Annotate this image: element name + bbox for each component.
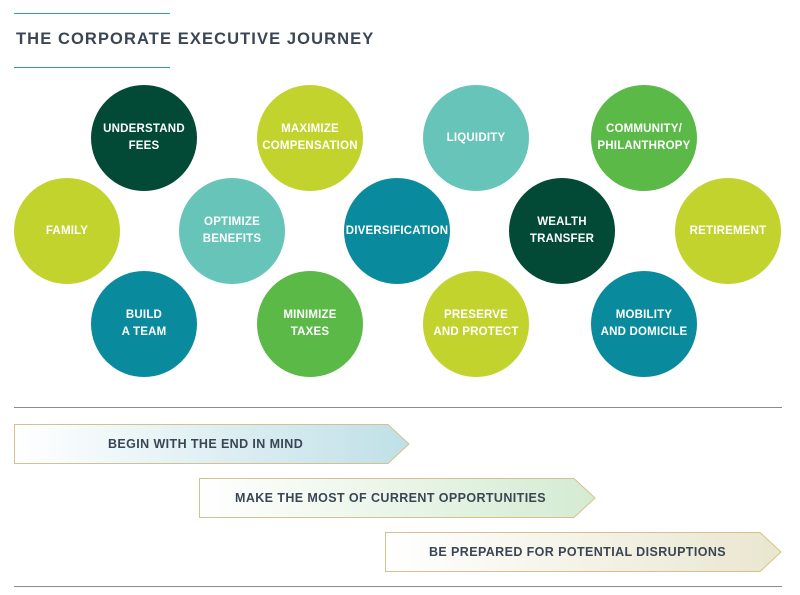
circle-build-a-team: BUILD A TEAM — [91, 271, 197, 377]
arrow-shape — [199, 478, 596, 518]
circle-liquidity: LIQUIDITY — [423, 85, 529, 191]
circle-label: COMMUNITY/ PHILANTHROPY — [597, 123, 691, 152]
arrow-label: MAKE THE MOST OF CURRENT OPPORTUNITIES — [235, 491, 547, 505]
circle-understand-fees: UNDERSTAND FEES — [91, 85, 197, 191]
arrow-begin-with-the-end-in-mind: BEGIN WITH THE END IN MIND — [14, 424, 410, 464]
circle-label: RETIREMENT — [689, 224, 767, 237]
arrow-shape — [385, 532, 782, 572]
arrow-shape — [14, 424, 410, 464]
page-title: THE CORPORATE EXECUTIVE JOURNEY — [16, 30, 375, 48]
circle-label: FAMILY — [45, 224, 89, 237]
title-top-rule — [14, 13, 170, 14]
circle-label: UNDERSTAND FEES — [103, 123, 185, 152]
circle-label: WEALTH TRANSFER — [529, 216, 595, 245]
circle-mobility-and-domicile: MOBILITY AND DOMICILE — [591, 271, 697, 377]
arrow-make-the-most-of-current-opportunities: MAKE THE MOST OF CURRENT OPPORTUNITIES — [199, 478, 596, 518]
circle-preserve-and-protect: PRESERVE AND PROTECT — [423, 271, 529, 377]
circle-label: PRESERVE AND PROTECT — [433, 309, 519, 338]
section-divider-bottom — [14, 586, 782, 587]
arrow-label: BEGIN WITH THE END IN MIND — [108, 437, 304, 451]
circle-wealth-transfer: WEALTH TRANSFER — [509, 178, 615, 284]
circle-label: MOBILITY AND DOMICILE — [600, 309, 688, 338]
circle-retirement: RETIREMENT — [675, 178, 781, 284]
circle-diversification: DIVERSIFICATION — [344, 178, 450, 284]
section-divider-top — [14, 407, 782, 408]
arrow-be-prepared-for-potential-disruptions: BE PREPARED FOR POTENTIAL DISRUPTIONS — [385, 532, 782, 572]
circle-family: FAMILY — [14, 178, 120, 284]
circle-label: BUILD A TEAM — [121, 309, 167, 338]
circle-minimize-taxes: MINIMIZE TAXES — [257, 271, 363, 377]
circle-label: LIQUIDITY — [446, 131, 506, 144]
circle-optimize-benefits: OPTIMIZE BENEFITS — [179, 178, 285, 284]
circle-label: DIVERSIFICATION — [345, 224, 449, 237]
circle-community-philanthropy: COMMUNITY/ PHILANTHROPY — [591, 85, 697, 191]
circle-label: OPTIMIZE BENEFITS — [202, 216, 262, 245]
title-bottom-rule — [14, 67, 170, 68]
arrow-label: BE PREPARED FOR POTENTIAL DISRUPTIONS — [429, 545, 727, 559]
circle-label: MINIMIZE TAXES — [283, 309, 337, 338]
circle-label: MAXIMIZE COMPENSATION — [262, 123, 358, 152]
circle-maximize-compensation: MAXIMIZE COMPENSATION — [257, 85, 363, 191]
